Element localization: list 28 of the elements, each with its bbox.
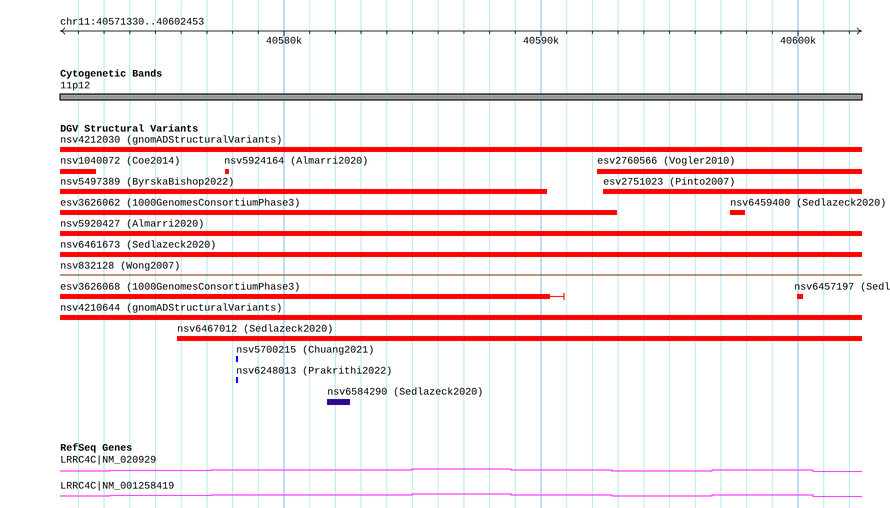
track-label: nsv6457197 (Sedl: [795, 282, 890, 292]
track-label: esv3626068 (1000GenomesConsortiumPhase3): [60, 282, 299, 292]
track-label: nsv5920427 (Almarri2020): [61, 219, 203, 229]
track-label: nsv4210644 (gnomADStructuralVariants): [61, 303, 281, 313]
track-label: nsv5700215 (Chuang2021): [237, 345, 373, 355]
track-heading: Cytogenetic Bands: [60, 69, 162, 79]
track-label: nsv6467012 (Sedlazeck2020): [178, 324, 332, 334]
track-label: nsv6584290 (Sedlazeck2020): [328, 387, 482, 397]
tick-label: 40600k: [780, 36, 816, 44]
track-label: nsv6459400 (Sedlazeck2020): [731, 198, 885, 208]
track-label: nsv832128 (Wong2007): [61, 261, 179, 271]
track-label: nsv5497389 (ByrskaBishop2022): [61, 177, 233, 187]
track-label: esv2751023 (Pinto2007): [604, 177, 734, 187]
track-label: nsv4212030 (gnomADStructuralVariants): [61, 135, 281, 145]
track-label: nsv5924164 (Almarri2020): [225, 156, 367, 166]
position-label: 11p12: [60, 82, 90, 90]
track-label: nsv1040072 (Coe2014): [61, 156, 179, 166]
position-label: chr11:40571330..40602453: [60, 17, 204, 25]
tick-label: 40580k: [266, 36, 302, 44]
track-label: esv3626062 (1000GenomesConsortiumPhase3): [60, 198, 299, 208]
track-heading: DGV Structural Variants: [60, 124, 198, 132]
track-label: nsv6248013 (Prakrithi2022): [237, 366, 391, 376]
track-label: LRRC4C|NM_020929: [61, 455, 156, 465]
track-heading: RefSeq Genes: [60, 443, 132, 453]
tick-label: 40590k: [524, 36, 558, 44]
track-label: esv2760566 (Vogler2010): [598, 156, 734, 166]
track-label: nsv6461673 (Sedlazeck2020): [61, 240, 215, 250]
track-label: LRRC4C|NM_001258419: [61, 481, 174, 491]
